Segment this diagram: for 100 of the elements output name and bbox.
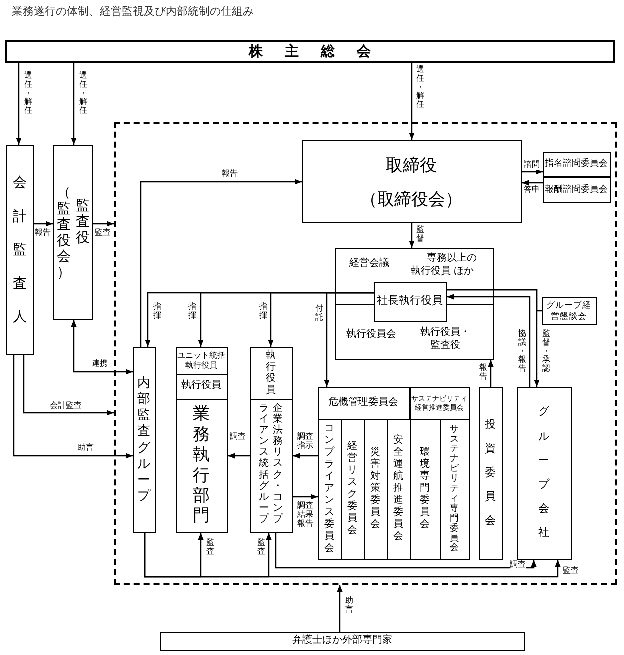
unit-name: コンプライアンス委員会 [324, 423, 335, 555]
unit-name: 取締役 [386, 154, 437, 176]
unit-box [478, 386, 502, 560]
arrow [293, 494, 318, 500]
edge-label: 諮問 [524, 161, 540, 170]
unit-name: 報酬諮問委員会 [545, 184, 608, 196]
unit-name: 安全運航推進委員会 [393, 435, 404, 543]
unit-name: 指名諮問委員会 [545, 158, 608, 170]
unit-box [160, 632, 525, 651]
arrow [144, 533, 561, 578]
arrow [409, 63, 415, 140]
unit-name: 投資委員会 [484, 418, 496, 530]
arrow [522, 180, 543, 186]
unit-name: 社長執行役員 [377, 294, 443, 308]
arrow [93, 221, 114, 227]
unit-box [410, 386, 470, 420]
edge-label: 指揮 [259, 303, 268, 321]
edge-label: 助言 [78, 444, 94, 453]
edge-label: 付託 [315, 305, 324, 323]
edge-label: 報告 [479, 364, 488, 382]
unit-name: 株主総会 [249, 42, 393, 60]
unit-name: 経営会議 [350, 258, 390, 271]
arrow [522, 169, 543, 175]
unit-name: 業務執行部門 [192, 404, 210, 527]
edge-label: 調査 [230, 433, 246, 442]
unit-name: 災害対策委員会 [370, 447, 381, 531]
arrow [13, 355, 133, 459]
unit-box [53, 145, 93, 320]
arrow [140, 179, 302, 347]
arrow [337, 585, 343, 632]
unit-box [516, 386, 572, 560]
unit-name: 執行役員 [182, 380, 222, 393]
unit-name: 企業法務リスク・コンプライアンス統括グループ [259, 402, 283, 528]
unit-box [374, 282, 446, 322]
unit-box [542, 152, 610, 176]
unit-name: 執行役員 [266, 350, 276, 396]
unit-name: 弁護士ほか外部専門家 [292, 635, 392, 648]
unit-name: 危機管理委員会 [328, 396, 398, 410]
arrow [293, 453, 318, 459]
unit-name: 内部監査グループ [137, 374, 151, 504]
unit-box [302, 140, 522, 222]
unit-name: グループ会社 [538, 405, 550, 542]
unit-box [250, 346, 292, 400]
edge-label: 報告 [35, 229, 51, 238]
edge-label: 監査 [563, 567, 579, 576]
unit-name: サステナビリティ専門委員会 [450, 424, 460, 554]
edge-label: 監査 [257, 539, 266, 557]
arrow [71, 320, 133, 375]
edge-label: 連携 [92, 360, 108, 369]
arrow [34, 221, 53, 227]
unit-box [542, 296, 596, 324]
edge-label: 監査 [206, 539, 215, 557]
unit-box [6, 145, 34, 355]
unit-box [440, 418, 470, 560]
unit-name: 専務以上の執行役員 ほか [411, 253, 478, 278]
edge-label: 監督 [416, 226, 425, 244]
unit-box [132, 346, 156, 532]
edge-label: 会計監査 [50, 402, 82, 411]
edge-label: 答申 [524, 186, 540, 195]
unit-name: （取締役会） [360, 188, 462, 210]
edge-label: 報告 [222, 170, 238, 179]
unit-box [176, 346, 228, 374]
arrow [23, 355, 114, 416]
unit-name: 会計監査人 [12, 173, 28, 326]
unit-box [542, 176, 610, 202]
edge-label: 監督・承認 [542, 330, 551, 374]
edge-label: 選任・解任 [24, 72, 33, 116]
unit-name: 経営リスク委員会 [347, 441, 358, 537]
arrow [16, 63, 22, 145]
unit-box [176, 398, 228, 532]
edge-label: 助言 [345, 597, 354, 615]
arrow [275, 533, 537, 569]
connector-line [447, 289, 542, 312]
meeting-box [5, 40, 615, 63]
unit-name: 執行役員・監査役 [420, 327, 472, 352]
edge-label: 選任・解任 [416, 66, 425, 110]
edge-label: 指揮 [153, 303, 162, 321]
unit-name: （監査役会） [56, 184, 72, 280]
unit-name: 環境専門委員会 [420, 447, 430, 531]
edge-label: 調査指示 [297, 433, 314, 451]
arrow [488, 360, 494, 387]
edge-label: 指揮 [188, 303, 197, 321]
edge-label: 協議・報告 [518, 330, 527, 374]
unit-box [318, 418, 342, 560]
unit-box [318, 386, 410, 420]
edge-label: 調査 [510, 561, 526, 570]
unit-box [250, 398, 292, 532]
unit-name: 監査役 [76, 196, 90, 246]
arrow [324, 292, 374, 387]
unit-name: グループ経営懇談会 [546, 300, 592, 322]
unit-name: 執行役員会 [346, 329, 396, 342]
edge-label: 調査結果報告 [297, 502, 314, 528]
unit-box [176, 374, 228, 400]
edge-label: 選任・解任 [79, 72, 88, 116]
arrow [71, 63, 77, 145]
arrow [228, 453, 250, 459]
unit-box [334, 248, 494, 360]
edge-label: 監査 [95, 229, 111, 238]
diagram-title: 業務遂行の体制、経営監視及び内部統制の仕組み [12, 4, 254, 19]
arrow [409, 223, 415, 248]
